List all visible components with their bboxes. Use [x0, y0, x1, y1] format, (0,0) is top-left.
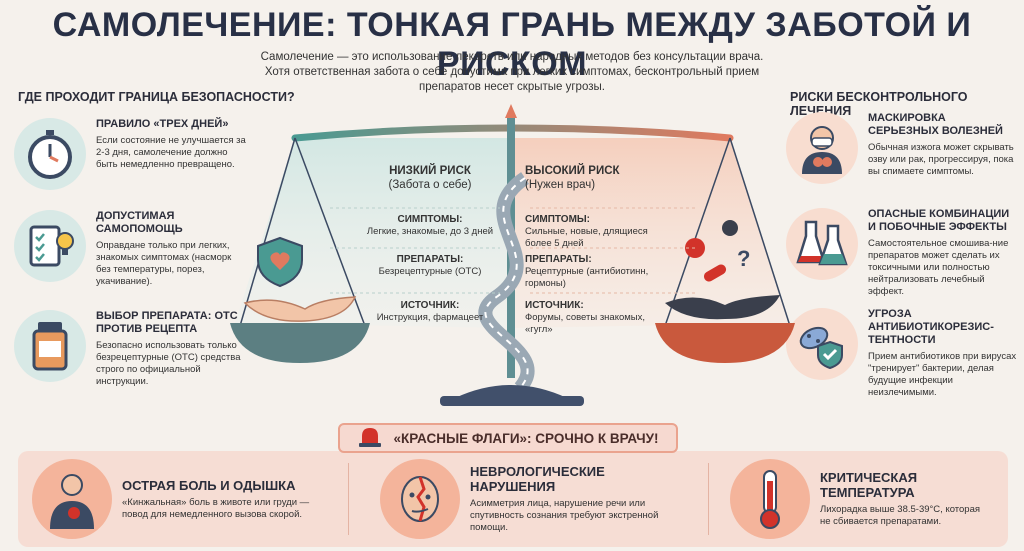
stopwatch-icon — [14, 118, 86, 190]
thermometer-icon — [730, 459, 810, 539]
scale-illustration: ? — [230, 104, 795, 406]
red-flag-temperature: КРИТИЧЕСКАЯ ТЕМПЕРАТУРА Лихорадка выше 3… — [730, 459, 990, 539]
red-flags-panel: ОСТРАЯ БОЛЬ И ОДЫШКА «Кинжальная» боль в… — [18, 451, 1008, 547]
red-flag-neuro: НЕВРОЛОГИЧЕСКИЕ НАРУШЕНИЯ Асимметрия лиц… — [380, 459, 690, 539]
chest-pain-person-icon — [32, 459, 112, 539]
low-risk-drugs: ПРЕПАРАТЫ: Безрецептурные (ОТС) — [378, 254, 482, 277]
balance-scale: ? НИЗКИЙ РИСК (Забота о себе) СИМПТОМЫ: … — [225, 98, 800, 418]
high-risk-drugs: ПРЕПАРАТЫ: Рецептурные (антибиотинн, гор… — [525, 254, 649, 289]
intro-text: Самолечение — это использование лекарств… — [260, 51, 764, 93]
page-title: САМОЛЕЧЕНИЕ: ТОНКАЯ ГРАНЬ МЕЖДУ ЗАБОТОЙ … — [52, 6, 972, 83]
low-risk-source: ИСТОЧНИК: Инструкция, фармацеет — [376, 300, 484, 323]
medicine-bottle-icon — [14, 310, 86, 382]
high-risk-source: ИСТОЧНИК: Форумы, советы знакомых, «гугл… — [525, 300, 646, 335]
masking-diseases: МАСКИРОВКА СЕРЬЕЗНЫХ ВОЛЕЗНЕЙ Обычная из… — [786, 112, 1018, 184]
flasks-icon — [786, 208, 858, 280]
masked-person-icon — [786, 112, 858, 184]
rule-three-days: ПРАВИЛО «ТРЕХ ДНЕЙ» Если состояние не ул… — [14, 118, 246, 190]
red-flags-badge: «КРАСНЫЕ ФЛАГИ»: СРОЧНО К ВРАЧУ! — [338, 423, 678, 453]
face-asymmetry-icon — [380, 459, 460, 539]
dangerous-combinations: ОПАСНЫЕ КОМБИНАЦИИ И ПОБОЧНЫЕ ЭФФЕКТЫ Са… — [786, 208, 1018, 298]
siren-icon — [357, 424, 383, 453]
checklist-bulb-icon — [14, 210, 86, 282]
antibiotic-resistance: УГРОЗА АНТИБИОТИКОРЕЗИС-ТЕНТНОСТИ Прием … — [786, 308, 1018, 399]
separator — [348, 463, 349, 535]
high-risk-header: ВЫСОКИЙ РИСК (Нужен врач) — [525, 165, 620, 191]
drug-choice: ВЫБОР ПРЕПАРАТА: ОТС ПРОТИВ РЕЦЕПТА Безо… — [14, 310, 246, 388]
red-flag-acute-pain: ОСТРАЯ БОЛЬ И ОДЫШКА «Кинжальная» боль в… — [32, 459, 332, 539]
low-risk-symptoms: СИМПТОМЫ: Легкие, знакомые, до 3 дней — [366, 214, 494, 237]
left-heading: ГДЕ ПРОХОДИТ ГРАНИЦА БЕЗОПАСНОСТИ? — [18, 90, 295, 104]
allowed-self-help: ДОПУСТИМАЯ САМОПОМОЩЬ Оправдане только п… — [14, 210, 246, 288]
high-risk-symptoms: СИМПТОМЫ: Сильные, новые, длящиеся более… — [525, 214, 648, 249]
separator — [708, 463, 709, 535]
bacteria-shield-icon — [786, 308, 858, 380]
low-risk-header: НИЗКИЙ РИСК (Забота о себе) — [388, 165, 472, 191]
svg-text:?: ? — [737, 246, 750, 271]
